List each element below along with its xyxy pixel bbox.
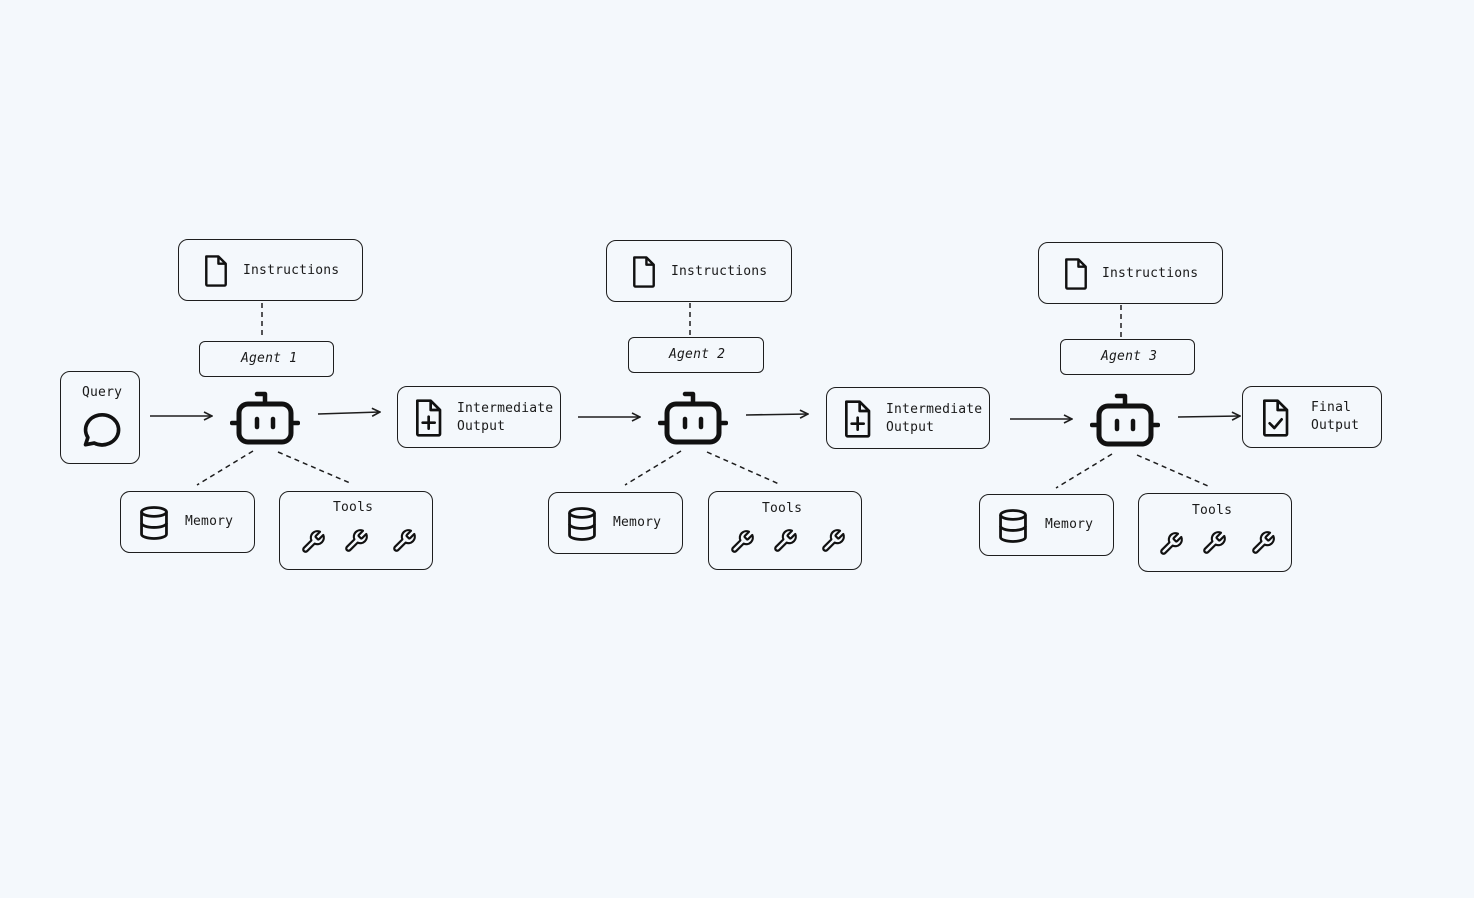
document-icon [205,255,227,287]
file-check-icon [1263,399,1289,437]
memory-box-2: Memory [548,492,683,554]
arrow-agent-2-to-output-2 [745,414,808,415]
tools-box-2: Tools [708,491,862,570]
output-line-2-3: Output [1311,418,1360,433]
output-line-1-3: Final [1311,400,1352,415]
database-icon [568,507,596,541]
file-plus-icon [416,399,442,437]
query-label: Query [82,385,123,400]
dashed-memory-1 [196,450,254,486]
instructions-box-1: Instructions [178,239,363,301]
database-icon [999,509,1027,543]
agent-name-3: Agent 3 [1101,349,1158,364]
memory-label-3: Memory [1045,517,1094,532]
agent-label-box-1: Agent 1 [199,341,334,377]
query-box: Query [60,371,140,464]
arrow-agent-1-to-output-1 [317,412,380,414]
wrench-icon [302,530,325,553]
instructions-label-2: Instructions [671,264,768,279]
robot-icon [1090,393,1160,447]
tools-label-1: Tools [333,500,374,515]
intermediate-output-box-1: Intermediate Output [397,386,561,448]
arrow-agent-3-to-final-output [1177,416,1240,417]
wrench-icon [822,529,845,552]
instructions-label-3: Instructions [1102,266,1199,281]
dashed-tools-2 [706,451,780,485]
memory-box-1: Memory [120,491,255,553]
robot-icon [230,391,300,445]
memory-label-1: Memory [185,514,234,529]
dashed-memory-3 [1055,453,1113,489]
instructions-box-2: Instructions [606,240,792,302]
wrench-icon [1203,531,1226,554]
instructions-box-3: Instructions [1038,242,1223,304]
output-line-2-2: Output [886,420,935,435]
agent-label-box-2: Agent 2 [628,337,764,373]
instructions-label-1: Instructions [243,263,340,278]
memory-box-3: Memory [979,494,1114,556]
database-icon [140,506,168,540]
wrench-icon [393,529,416,552]
intermediate-output-box-2: Intermediate Output [826,387,990,449]
agent-name-1: Agent 1 [241,351,298,366]
wrench-icon [774,529,797,552]
document-icon [633,256,655,288]
document-icon [1065,258,1087,290]
memory-label-2: Memory [613,515,662,530]
output-line-1-1: Intermediate [457,401,554,416]
agent-label-box-3: Agent 3 [1060,339,1195,375]
tools-box-1: Tools [279,491,433,570]
file-plus-icon [845,400,871,438]
tools-label-3: Tools [1192,503,1233,518]
dashed-tools-1 [277,451,351,484]
agent-name-2: Agent 2 [669,347,726,362]
chat-bubble-icon [83,413,121,447]
dashed-tools-3 [1136,454,1209,487]
wrench-icon [731,530,754,553]
wrench-icon [1160,532,1183,555]
output-line-2-1: Output [457,419,506,434]
wrench-icon [345,529,368,552]
tools-box-3: Tools [1138,493,1292,572]
output-line-1-2: Intermediate [886,402,983,417]
wrench-icon [1252,531,1275,554]
dashed-memory-2 [624,450,682,486]
tools-label-2: Tools [762,501,803,516]
robot-icon [658,391,728,445]
final-output-box: Final Output [1242,386,1382,448]
